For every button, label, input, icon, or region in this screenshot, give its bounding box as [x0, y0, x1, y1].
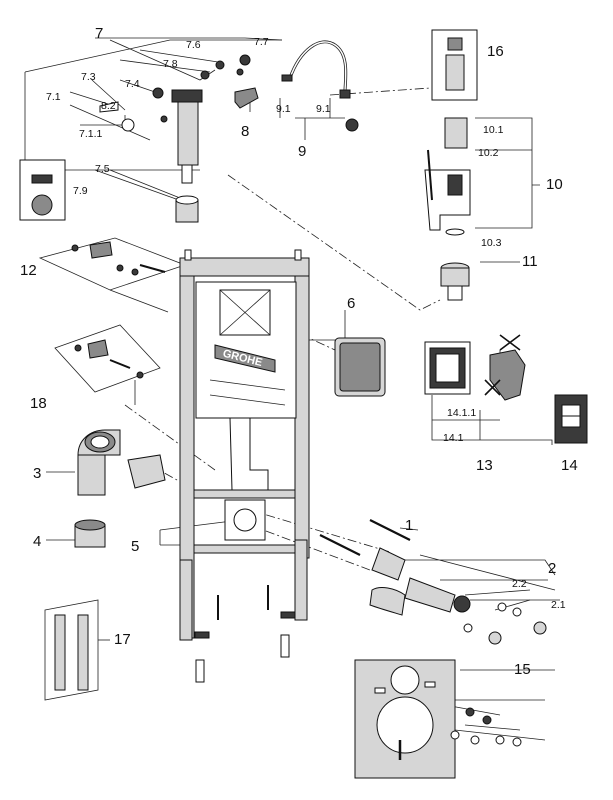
part-7-5-sleeve	[175, 195, 199, 223]
label-7-7: 7.7	[254, 36, 269, 48]
label-16: 16	[487, 43, 504, 60]
part-7-9-box	[19, 159, 66, 221]
part-9-hose	[281, 40, 359, 132]
small-fittings	[200, 54, 251, 80]
label-7-8: 7.8	[163, 58, 178, 70]
label-7-4: 7.4	[125, 78, 140, 90]
part-18-fixings	[74, 339, 144, 379]
part-10-flush-valve	[424, 117, 471, 236]
label-15: 15	[514, 661, 531, 678]
label-9-1a: 9.1	[276, 103, 291, 115]
label-8-2: 8.2	[101, 100, 116, 112]
label-7-3: 7.3	[81, 71, 96, 83]
label-6: 6	[347, 295, 355, 312]
label-2-2: 2.2	[512, 578, 527, 590]
label-13: 13	[476, 457, 493, 474]
leader-lines	[24, 37, 560, 741]
label-4: 4	[33, 533, 41, 550]
part-labels: 7 7.6 7.7 7.8 7.3 7.4 7.1 8.2 7.1.1 7.5 …	[20, 25, 578, 678]
label-12: 12	[20, 262, 37, 279]
label-14: 14	[561, 457, 578, 474]
label-18: 18	[30, 395, 47, 412]
part-6-cover	[334, 337, 386, 397]
label-17: 17	[114, 631, 131, 648]
part-1-bolts	[319, 519, 471, 613]
label-14-1: 14.1	[443, 432, 464, 444]
part-13-plate	[424, 334, 526, 401]
part-15-template	[354, 659, 522, 779]
label-3: 3	[33, 465, 41, 482]
label-2: 2	[548, 560, 556, 577]
label-10-2: 10.2	[478, 147, 499, 159]
label-7-1: 7.1	[46, 91, 61, 103]
part-11-outlet	[440, 262, 470, 301]
part-5-screws	[195, 585, 290, 683]
label-9: 9	[298, 143, 306, 160]
label-10-1: 10.1	[483, 124, 504, 136]
label-2-1: 2.1	[551, 599, 566, 611]
part-16-box	[431, 29, 478, 101]
label-7: 7	[95, 25, 103, 42]
label-11: 11	[522, 253, 538, 270]
part-7-assembly	[99, 87, 203, 184]
label-5: 5	[131, 538, 139, 555]
part-17-clips	[54, 614, 89, 691]
label-9-1b: 9.1	[316, 103, 331, 115]
part-2-fittings	[369, 587, 547, 645]
part-8-bracket	[234, 87, 259, 109]
label-10: 10	[546, 176, 563, 193]
part-12-fixings	[71, 241, 166, 276]
part-4-sleeve	[74, 519, 106, 548]
label-8: 8	[241, 123, 249, 140]
label-7-9: 7.9	[73, 185, 88, 197]
label-10-3: 10.3	[481, 237, 502, 249]
label-7-6: 7.6	[186, 39, 201, 51]
label-7-1-1: 7.1.1	[79, 128, 103, 140]
label-1: 1	[405, 517, 413, 534]
label-14-1-1: 14.1.1	[447, 407, 476, 419]
label-7-5: 7.5	[95, 163, 110, 175]
part-14-push-plate	[554, 394, 588, 444]
installation-frame: GROHE	[179, 249, 310, 641]
part-3-bend	[77, 429, 166, 496]
